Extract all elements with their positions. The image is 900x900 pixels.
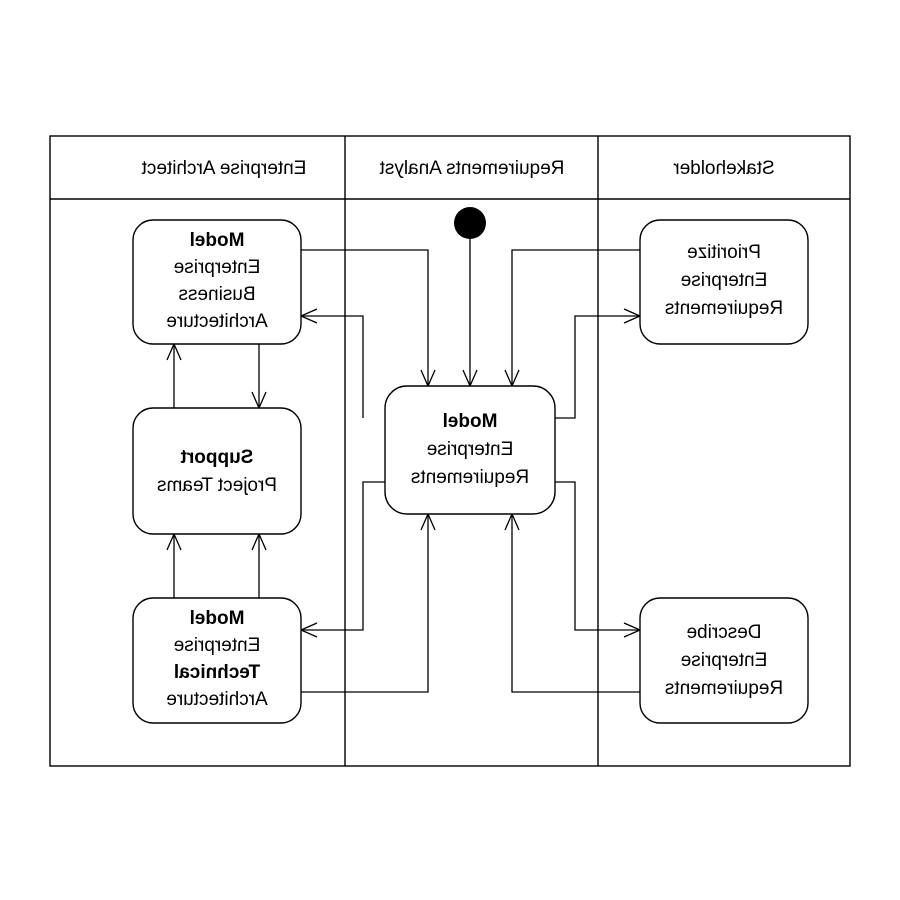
node-describe-enterprise-requirements: Describe Enterprise Requirements (639, 597, 809, 724)
node-box (132, 219, 302, 345)
node-line: Enterprise (681, 650, 768, 671)
node-line: Project Teams (157, 475, 277, 496)
node-line: Architecture (166, 689, 267, 710)
node-line: Support (180, 447, 253, 468)
edge-requirements-to-describe (555, 481, 640, 631)
node-line: Business (178, 284, 255, 305)
node-line: Prioritize (687, 242, 761, 263)
node-line: Describe (687, 622, 762, 643)
edge-prioritize-to-requirements (511, 249, 640, 386)
edge-business-to-requirements (301, 249, 429, 386)
node-line: Model (443, 411, 498, 432)
initial-node (454, 207, 486, 239)
node-line: Requirements (665, 678, 783, 699)
node-line: Enterprise (427, 439, 514, 460)
node-box (639, 597, 809, 724)
node-model-technical-architecture: Model Enterprise Technical Architecture (132, 597, 302, 724)
node-box (132, 597, 302, 724)
node-box (384, 385, 556, 515)
lane-header-enterprise-architect: Enterprise Architect (141, 158, 306, 179)
mirrored-diagram-layer: Enterprise Architect Requirements Analys… (49, 135, 851, 767)
node-model-business-architecture: Model Enterprise Business Architecture (132, 219, 302, 345)
edge-requirements-to-business (301, 315, 364, 418)
node-line: Enterprise (681, 270, 768, 291)
node-prioritize-enterprise-requirements: Prioritize Enterprise Requirements (639, 219, 809, 345)
node-box (639, 219, 809, 345)
node-model-enterprise-requirements: Model Enterprise Requirements (384, 385, 556, 515)
node-line: Technical (174, 662, 260, 683)
node-support-project-teams: Support Project Teams (132, 407, 302, 535)
node-line: Enterprise (174, 257, 261, 278)
node-line: Requirements (411, 467, 529, 488)
node-line: Requirements (665, 298, 783, 319)
edge-requirements-to-technical (301, 481, 385, 631)
edge-requirements-to-prioritize (555, 315, 640, 419)
lane-header-requirements-analyst: Requirements Analyst (379, 158, 565, 179)
node-box (132, 407, 302, 535)
node-line: Model (190, 230, 245, 251)
edge-describe-to-requirements (511, 514, 640, 693)
lane-header-stakeholder: Stakeholder (673, 158, 775, 179)
diagram-frame (49, 135, 851, 767)
node-line: Model (190, 608, 245, 629)
node-line: Architecture (166, 311, 267, 332)
node-line: Enterprise (174, 635, 261, 656)
edge-technical-to-requirements (301, 514, 429, 693)
